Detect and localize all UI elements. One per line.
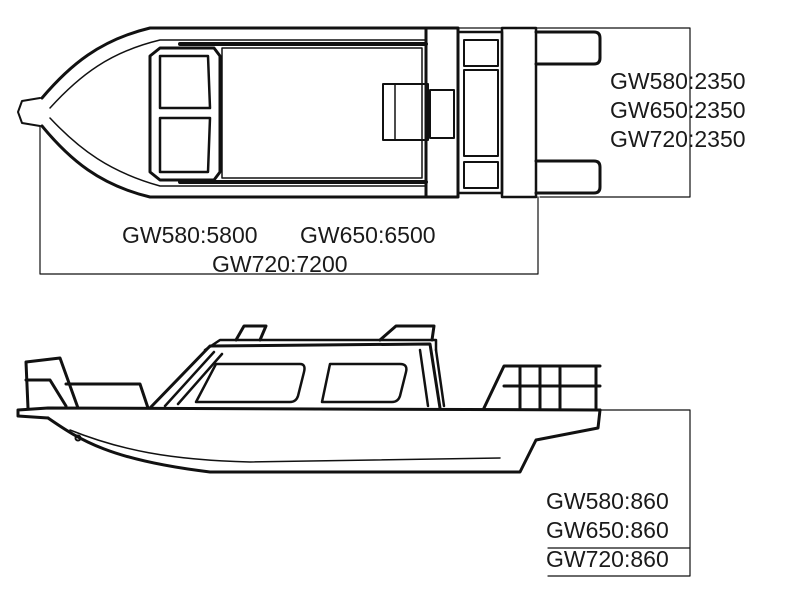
- bow-tip: [17, 97, 41, 127]
- motor-pod-bottom: [534, 159, 602, 195]
- cabin-roof: [203, 338, 438, 352]
- beam-label-gw650: GW650:2350: [610, 97, 746, 123]
- top-view: [17, 26, 691, 275]
- height-dimension-line: [539, 409, 691, 577]
- side-window-front: [194, 362, 306, 404]
- transom-step-small: [429, 89, 455, 139]
- beam-label-stack: GW580:2350 GW650:2350 GW720:2350: [610, 70, 746, 157]
- roof-rail-front: [234, 324, 268, 342]
- cabin-outline: [148, 342, 442, 410]
- transom-block-c: [500, 26, 538, 199]
- cabin-roof-panel: [221, 47, 423, 179]
- hull-outline-top: [40, 26, 428, 199]
- windscreen-pane-upper: [158, 54, 212, 110]
- windscreen-frame-side: [163, 350, 224, 408]
- length-label-gw580: GW580:5800: [122, 222, 258, 248]
- bow-rail: [24, 356, 150, 410]
- length-label-gw650: GW650:6500: [300, 222, 436, 248]
- hull-bottom-line: [46, 408, 602, 474]
- hull-chine-line: [69, 429, 501, 463]
- beam-dimension-line: [429, 27, 691, 198]
- transom-block-b-mid: [463, 69, 499, 157]
- height-label-gw720: GW720:860: [546, 546, 669, 572]
- hull-fitting: [74, 434, 82, 442]
- transom-block-b-bottom: [463, 161, 499, 189]
- side-window-rear: [320, 362, 408, 404]
- transom-block-b-top: [463, 39, 499, 67]
- length-label-gw720: GW720:7200: [212, 251, 348, 277]
- windscreen-pane-lower: [158, 116, 212, 174]
- side-view: [16, 324, 691, 577]
- height-label-stack: GW580:860 GW650:860 GW720:860: [546, 490, 669, 577]
- hull-deck-line: [16, 406, 602, 420]
- stern-rail: [482, 364, 602, 410]
- helm-seat: [382, 83, 429, 141]
- length-dimension-line: [39, 125, 539, 275]
- cabin-rear-post: [418, 348, 446, 408]
- height-label-gw650: GW650:860: [546, 517, 669, 543]
- roof-rail-rear: [378, 324, 436, 342]
- beam-label-gw720: GW720:2350: [610, 126, 746, 152]
- windscreen-frame: [148, 46, 222, 182]
- height-label-gw580: GW580:860: [546, 488, 669, 514]
- motor-pod-top: [534, 30, 602, 66]
- hull-inner-line-top: [49, 39, 427, 187]
- beam-label-gw580: GW580:2350: [610, 68, 746, 94]
